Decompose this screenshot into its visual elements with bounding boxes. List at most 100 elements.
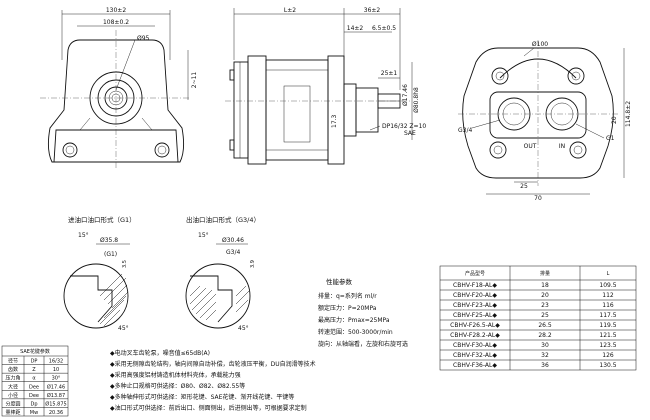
- detail-left-hatch: [99, 273, 129, 327]
- sae-cell-5-2: Ø15.875: [45, 400, 66, 407]
- dim-width-inner: 108±0.2: [103, 19, 129, 26]
- model-cell-8-0: CBHV-F36-AL◆: [453, 362, 497, 369]
- model-cell-1-2: 112: [602, 292, 614, 299]
- sae-cell-2-0: 压力角: [5, 375, 20, 382]
- dim-rear-25: 25: [520, 183, 528, 190]
- detail-left: 进油口油口形式（G1） 15° Ø35.8 (G1) 3.5 45°: [63, 215, 136, 332]
- dim-pilot-dia: Ø95: [137, 35, 150, 42]
- sae-title: SAE花键参数: [20, 348, 50, 355]
- rear-view: Ø100 IN OUT G3/4 G1 114.8±2 20 25 70: [458, 40, 632, 202]
- rear-body-outline: [462, 47, 614, 179]
- sae-cell-4-1: Dee: [29, 393, 39, 399]
- side-view: L±2 36±2 14±2 6.5±0.5 25±1 17.3 Ø17.46 Ø…: [225, 7, 426, 165]
- sae-cell-1-2: 10: [53, 367, 59, 373]
- sae-cell-1-0: 齿数: [8, 366, 18, 373]
- g1-label: G1: [606, 135, 615, 142]
- side-front-cover: [327, 55, 345, 165]
- spline-label: DP16/32 Z=10: [382, 123, 426, 130]
- perf-line-4: 旋向：从轴端看，左旋和右旋可选: [318, 340, 408, 348]
- rear-bolt-br: [569, 141, 587, 159]
- g34-label: G3/4: [458, 127, 472, 134]
- dim-shaft-len: 36±2: [364, 7, 381, 14]
- sae-cell-5-1: Dp: [30, 401, 37, 407]
- dim-14: 14±2: [347, 25, 364, 32]
- side-rear-cover: [233, 61, 249, 159]
- sae-cell-0-2: 16/32: [49, 359, 63, 365]
- sae-cell-0-1: DP: [31, 359, 38, 365]
- sae-cell-0-0: 径节: [8, 358, 18, 365]
- sae-label: SAE: [404, 130, 416, 137]
- detail-right-angle-15: 15°: [198, 232, 209, 239]
- model-cell-6-2: 123.5: [599, 342, 616, 349]
- model-cell-4-2: 119.5: [599, 322, 616, 329]
- perf-line-3: 转速范围：500-3000r/min: [318, 328, 393, 336]
- detail-right-depth: 3.9: [250, 260, 256, 268]
- perf-title: 性能参数: [326, 277, 353, 286]
- model-cell-7-2: 126: [602, 352, 614, 359]
- perf-line-2: 最高压力：Pmax=25MPa: [318, 316, 390, 324]
- detail-right-dia: Ø30.46: [222, 237, 244, 244]
- dim-rear-70: 70: [534, 195, 542, 202]
- sae-cell-4-2: Ø13.87: [47, 392, 65, 399]
- detail-left-g1: (G1): [104, 251, 117, 258]
- model-cell-8-2: 130.5: [599, 362, 616, 369]
- model-cell-3-0: CBHV-F25-AL◆: [453, 312, 497, 319]
- mount-hole-right: [154, 142, 170, 158]
- model-cell-5-0: CBHV-F28.2-AL◆: [450, 332, 500, 339]
- detail-left-angle-45: 45°: [118, 325, 129, 332]
- rear-bolt-tr: [567, 67, 585, 85]
- dim-rear-20: 20: [611, 116, 618, 124]
- model-cell-2-0: CBHV-F23-AL◆: [453, 302, 497, 309]
- sae-cell-6-1: Mw: [30, 410, 38, 416]
- sae-cell-6-2: 20.36: [49, 410, 63, 416]
- sae-cell-1-1: Z: [32, 367, 36, 373]
- model-cell-6-1: 30: [541, 342, 549, 349]
- side-port-block: [247, 55, 267, 165]
- detail-right-circle: [185, 263, 251, 329]
- detail-right: 出油口油口形式（G3/4） 15° Ø30.46 G3/4 3.9 45°: [185, 215, 260, 332]
- model-cell-1-1: 20: [541, 292, 549, 299]
- mount-hole-left: [62, 142, 78, 158]
- model-cell-7-0: CBHV-F32-AL◆: [453, 352, 497, 359]
- detail-left-depth: 3.5: [122, 260, 128, 268]
- detail-left-title: 进油口油口形式（G1）: [68, 215, 136, 224]
- dim-length: L±2: [284, 7, 296, 14]
- sae-cell-2-2: 30°: [52, 376, 61, 382]
- dim-17-3: 17.3: [331, 114, 338, 128]
- sae-cell-3-2: Ø17.46: [47, 383, 65, 390]
- model-cell-0-2: 109.5: [599, 282, 616, 289]
- dim-25: 25±1: [381, 70, 398, 77]
- front-body-outline: [47, 39, 185, 163]
- dim-rear-width: 114.8±2: [625, 101, 632, 127]
- model-cell-5-2: 121.5: [599, 332, 616, 339]
- model-cell-6-0: CBHV-F30-AL◆: [453, 342, 497, 349]
- model-cell-0-0: CBHV-F18-AL◆: [453, 282, 497, 289]
- tech-note-2: ◆采用高强度铝材铸造机体材料壳体，承载能力强: [110, 371, 241, 379]
- side-flange-pilot: [343, 83, 357, 137]
- tech-note-4: ◆多种轴伸形式可供选择：矩形花键、SAE花键、渐开线花键、平键等: [110, 393, 294, 401]
- dim-dia-100: Ø100: [532, 41, 548, 48]
- side-boss: [355, 87, 379, 133]
- detail-right-angle-45: 45°: [238, 325, 249, 332]
- front-flange: [53, 129, 179, 163]
- model-cell-5-1: 28.2: [538, 332, 552, 339]
- sae-cell-4-0: 小径: [8, 392, 18, 399]
- model-cell-0-1: 18: [541, 282, 549, 289]
- dim-offset: 2~11: [191, 72, 198, 89]
- detail-left-angle-15: 15°: [78, 232, 89, 239]
- detail-left-dia: Ø35.8: [100, 237, 118, 244]
- front-view: 130±2 108±0.2 Ø95 2~11: [40, 7, 198, 170]
- dim-pilot-fit: Ø17.46: [402, 84, 409, 106]
- model-cell-4-1: 26.5: [538, 322, 552, 329]
- model-header-1: 排量: [540, 270, 550, 277]
- model-header-0: 产品型号: [465, 270, 485, 277]
- detail-right-title: 出油口油口形式（G3/4）: [186, 215, 260, 224]
- dim-dia-80: Ø80.8h8: [413, 87, 420, 113]
- model-cell-2-2: 116: [602, 302, 614, 309]
- detail-right-g34: G3/4: [226, 249, 240, 256]
